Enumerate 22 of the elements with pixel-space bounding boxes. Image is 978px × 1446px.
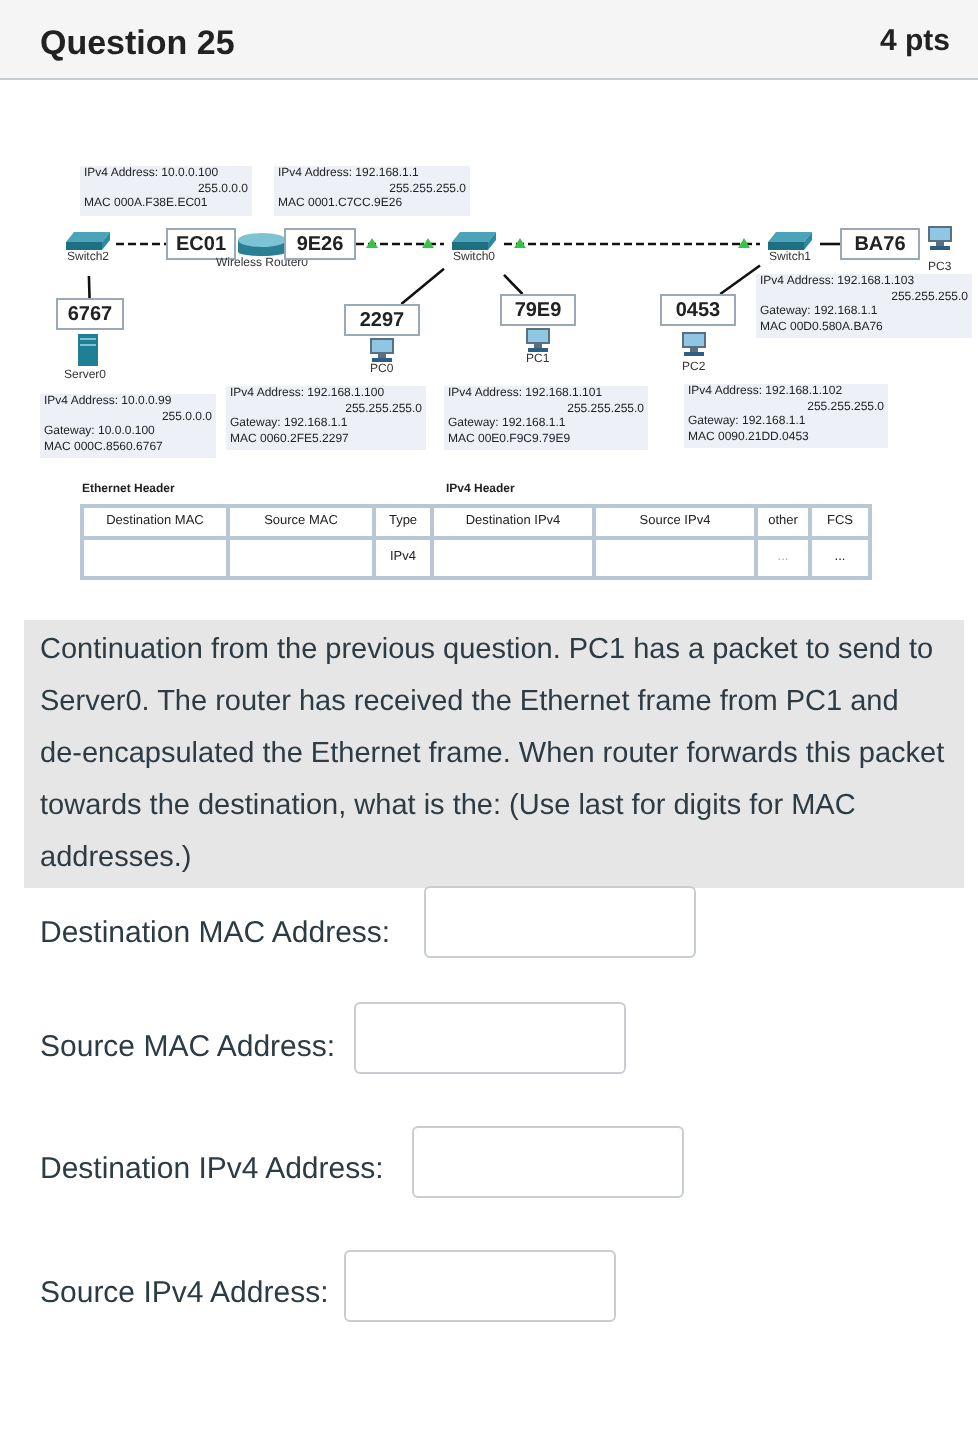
- field-label: Source IPv4 Address:: [40, 1274, 329, 1314]
- port-id-box: EC01: [166, 228, 236, 260]
- network-link: [503, 274, 524, 295]
- port-id-box: 0453: [660, 294, 736, 326]
- network-link: [820, 242, 840, 246]
- question-paragraph: Continuation from the previous question. PC1 has a packet to send to Server0. The router has received the Ethernet frame from PC1 and de-encapsulated the Ethernet frame. When router forwards this packet towards the destination, what is the: (Use last for digits for MAC addresses.): [24, 620, 964, 888]
- network-link: [116, 242, 166, 246]
- port-id-box: 9E26: [284, 228, 356, 260]
- points-text: 4 pts: [879, 22, 950, 62]
- question-title: Question 25: [40, 22, 235, 66]
- field-label: Destination MAC Address:: [40, 914, 391, 954]
- network-link: [504, 242, 760, 246]
- port-id-box: 79E9: [500, 294, 576, 326]
- network-link: [87, 275, 91, 299]
- port-id-box: BA76: [840, 228, 920, 260]
- field-label: Destination IPv4 Address:: [40, 1150, 384, 1190]
- network-link: [400, 267, 445, 305]
- field-label: Source MAC Address:: [40, 1028, 336, 1068]
- port-id-box: 6767: [56, 298, 124, 330]
- network-link: [719, 264, 761, 296]
- port-id-box: 2297: [344, 304, 420, 336]
- network-link: [356, 242, 444, 246]
